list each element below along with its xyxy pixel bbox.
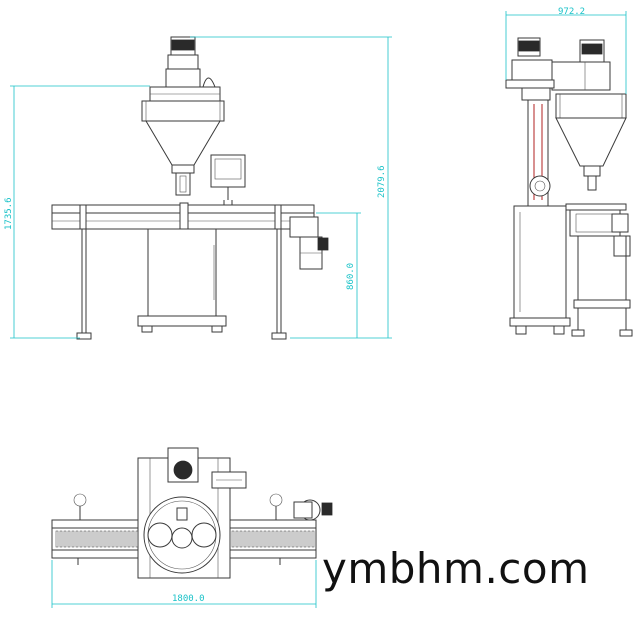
conveyor-slat [67,530,71,548]
conveyor-slat [235,530,239,548]
top-view [51,447,333,579]
conveyor-slat [55,530,59,548]
conveyor-slat [107,530,111,548]
conveyor-slat [243,530,247,548]
conveyor-slat [311,530,315,548]
conveyor-slat [299,530,303,548]
conveyor-slat [119,530,123,548]
conveyor-slat [87,530,91,548]
conveyor-slat [91,530,95,548]
conveyor-slat [283,530,287,548]
conveyor-slat [115,530,119,548]
dim-table-height: 860.0 [346,263,356,290]
conveyor-slat [271,530,275,548]
conveyor-slat [79,530,83,548]
conveyor-slat [259,530,263,548]
conveyor-slat [63,530,67,548]
conveyor-slat [263,530,267,548]
dim-height-overall: 2079.6 [377,165,387,198]
watermark-text: ymbhm.com [322,544,590,593]
conveyor-slats [55,530,315,548]
conveyor-slat [111,530,115,548]
conveyor-slat [295,530,299,548]
conveyor-slat [59,530,63,548]
conveyor-slat [231,530,235,548]
conveyor-slat [303,530,307,548]
conveyor-slat [279,530,283,548]
conveyor-slat [291,530,295,548]
dim-side-width: 972.2 [558,7,585,17]
conveyor-slat [75,530,79,548]
conveyor-slat [275,530,279,548]
conveyor-slat [251,530,255,548]
conveyor-slat [307,530,311,548]
dim-height-total: 1735.6 [4,197,14,230]
conveyor-slat [247,530,251,548]
front-dimensions: 1735.6 2079.6 860.0 [4,36,392,339]
side-dimensions: 972.2 [505,7,627,94]
conveyor-slat [71,530,75,548]
side-view [505,37,633,337]
dim-top-length: 1800.0 [172,594,205,604]
conveyor-slat [95,530,99,548]
top-dimensions: 1800.0 [51,560,317,608]
conveyor-slat [83,530,87,548]
front-view [51,36,329,340]
conveyor-slat [123,530,127,548]
conveyor-slat [131,530,135,548]
conveyor-slat [99,530,103,548]
conveyor-slat [255,530,259,548]
conveyor-slat [239,530,243,548]
conveyor-slat [127,530,131,548]
conveyor-slat [267,530,271,548]
conveyor-slat [287,530,291,548]
conveyor-slat [103,530,107,548]
